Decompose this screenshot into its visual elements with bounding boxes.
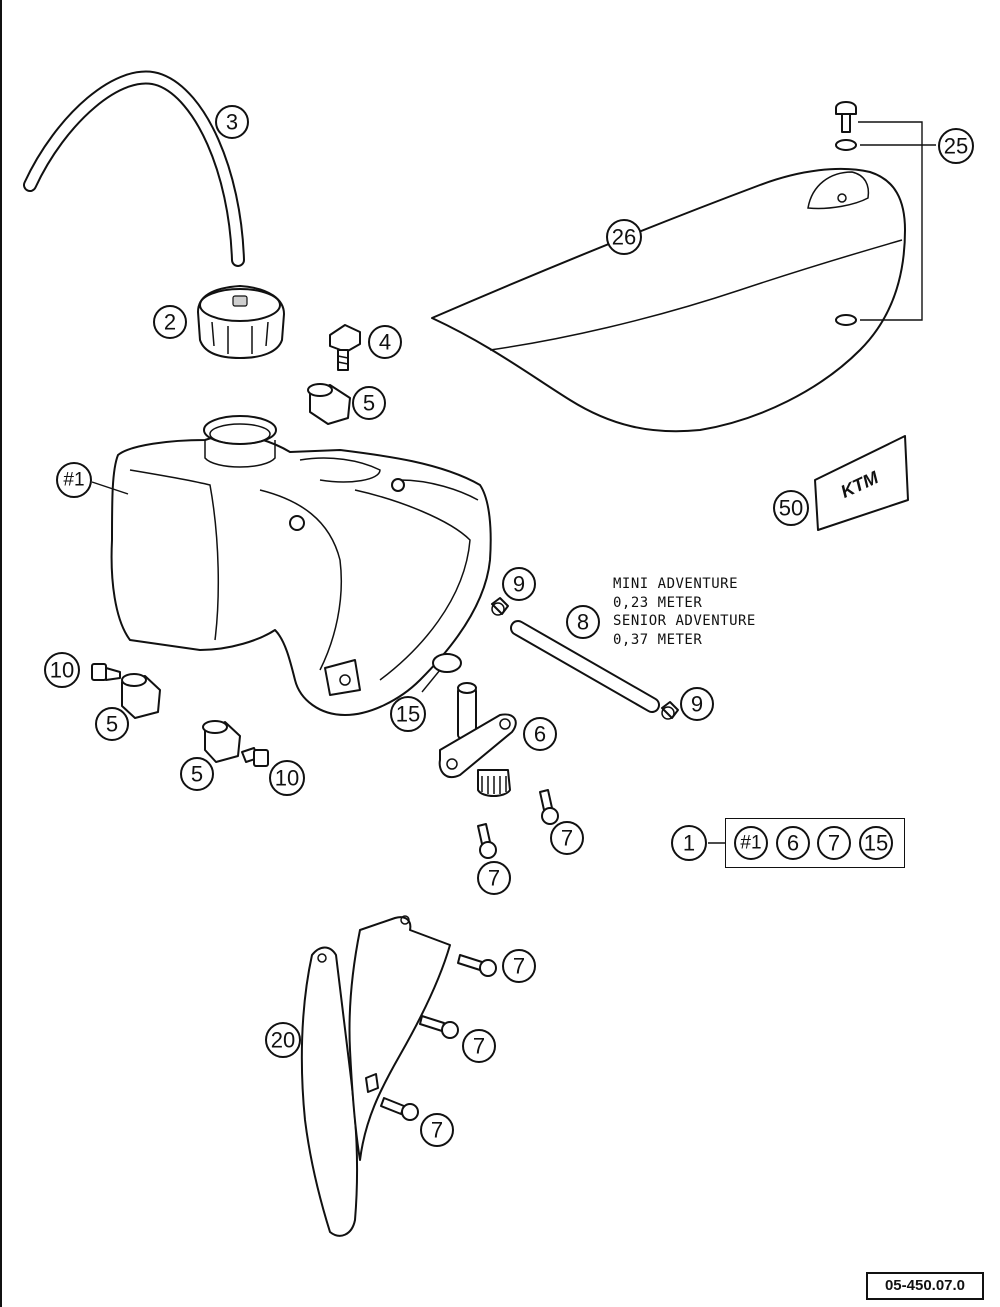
vent-bolt-part — [329, 324, 361, 371]
svg-text:5: 5 — [106, 712, 118, 737]
svg-text:7: 7 — [431, 1118, 443, 1143]
washer-part — [835, 314, 857, 326]
callout-9: 9 — [502, 567, 536, 601]
note-line: SENIOR ADVENTURE — [613, 613, 756, 629]
svg-text:5: 5 — [363, 391, 375, 416]
svg-text:2: 2 — [164, 310, 176, 335]
svg-text:9: 9 — [513, 572, 525, 597]
ktm-sticker-part: KTM — [814, 435, 909, 531]
svg-text:20: 20 — [271, 1028, 295, 1053]
callout-25: 25 — [938, 128, 974, 164]
screw-part — [241, 747, 269, 767]
leader-lines — [91, 481, 726, 844]
svg-text:#1: #1 — [740, 833, 761, 854]
note-line: 0,37 METER — [613, 631, 703, 648]
screw-part — [380, 1097, 419, 1121]
svg-text:15: 15 — [396, 702, 420, 727]
hose-clamp-part — [661, 701, 679, 720]
seat-bolt-part — [835, 101, 857, 133]
screw-part — [539, 789, 559, 825]
svg-text:10: 10 — [50, 658, 74, 683]
rubber-bushing-part — [307, 383, 351, 425]
fuel-cap-part — [197, 285, 285, 359]
callout-9: 9 — [680, 687, 714, 721]
callout-5: 5 — [180, 757, 214, 791]
callout-kit-item: 15 — [859, 826, 893, 860]
svg-text:9: 9 — [691, 692, 703, 717]
svg-text:15: 15 — [864, 831, 888, 856]
svg-text:5: 5 — [191, 762, 203, 787]
svg-text:7: 7 — [488, 866, 500, 891]
svg-text:4: 4 — [379, 330, 391, 355]
callout-2: 2 — [153, 305, 187, 339]
callout-7: 7 — [502, 949, 536, 983]
screw-part — [477, 823, 497, 859]
callout-10: 10 — [269, 760, 305, 796]
page-frame-left — [0, 0, 2, 1307]
svg-text:7: 7 — [561, 826, 573, 851]
note-line: MINI ADVENTURE — [613, 576, 739, 592]
kit-contents-box — [725, 818, 905, 868]
callout-3: 3 — [215, 105, 249, 139]
callout-kit-main: 1 — [671, 825, 707, 861]
callout-4: 4 — [368, 325, 402, 359]
screw-part — [457, 954, 497, 977]
callout-15: 15 — [390, 696, 426, 732]
callout-5: 5 — [352, 386, 386, 420]
callout-8: 8 — [566, 605, 600, 639]
fuel-hose-part — [23, 70, 245, 267]
callout-kit-item: 6 — [776, 826, 810, 860]
hose-length-note: MINI ADVENTURE 0,23 METER SENIOR ADVENTU… — [613, 575, 756, 649]
svg-text:7: 7 — [513, 954, 525, 979]
callout-kit-item: #1 — [734, 826, 768, 860]
o-ring-part — [432, 653, 462, 673]
tank-spoiler-part — [300, 915, 451, 1237]
callout-50: 50 — [773, 490, 809, 526]
svg-text:25: 25 — [944, 134, 968, 159]
callout-6: 6 — [523, 717, 557, 751]
washer-part — [835, 139, 857, 151]
rubber-bushing-part — [121, 673, 161, 719]
callout-bracket-25 — [858, 121, 936, 321]
callout-7: 7 — [420, 1113, 454, 1147]
callout-7: 7 — [462, 1029, 496, 1063]
svg-text:6: 6 — [787, 831, 799, 856]
svg-text:1: 1 — [683, 831, 695, 856]
screw-part — [419, 1015, 459, 1039]
svg-text:10: 10 — [275, 766, 299, 791]
screw-part — [91, 663, 121, 681]
svg-text:3: 3 — [226, 110, 238, 135]
callout-7: 7 — [477, 861, 511, 895]
document-number: 05-450.07.0 — [866, 1272, 984, 1300]
svg-text:8: 8 — [577, 610, 589, 635]
svg-text:#1: #1 — [63, 470, 84, 491]
callout-10: 10 — [44, 652, 80, 688]
fuel-tap-part — [438, 682, 517, 797]
callout-26: 26 — [606, 219, 642, 255]
callout-kit-item: 7 — [817, 826, 851, 860]
seat-part — [431, 167, 906, 433]
svg-text:6: 6 — [534, 722, 546, 747]
rubber-bushing-part — [202, 720, 241, 763]
callout-7: 7 — [550, 821, 584, 855]
svg-text:7: 7 — [473, 1034, 485, 1059]
svg-text:7: 7 — [828, 831, 840, 856]
svg-text:26: 26 — [612, 225, 636, 250]
note-line: 0,23 METER — [613, 594, 703, 611]
callout-5: 5 — [95, 707, 129, 741]
fuel-tank-part — [110, 415, 492, 716]
hose-clamp-part — [491, 597, 509, 616]
fuel-line-part — [510, 620, 660, 713]
callout-tank: #1 — [56, 462, 92, 498]
callout-20: 20 — [265, 1022, 301, 1058]
svg-text:50: 50 — [779, 496, 803, 521]
